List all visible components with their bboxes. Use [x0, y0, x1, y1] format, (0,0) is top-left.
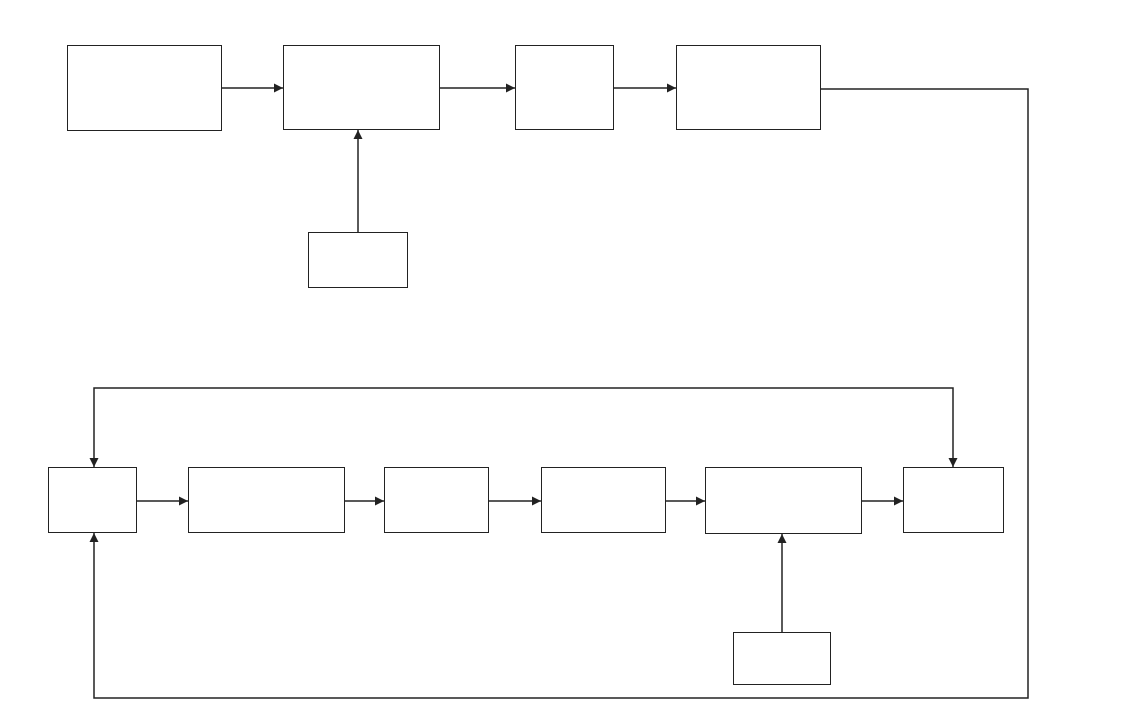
secret-access-key-box	[541, 467, 666, 533]
user-string-key-box	[283, 45, 440, 130]
access-key-id-box	[384, 467, 489, 533]
user-data-box	[67, 45, 222, 131]
hmac-box-top	[308, 232, 408, 288]
signature-a-box	[515, 45, 614, 130]
arrow-compare-a-b	[89, 387, 958, 467]
arrow-send-to-s3-server	[89, 88, 1029, 699]
s3-server-box	[48, 467, 137, 533]
hmac-box-bottom	[733, 632, 831, 685]
signature-b-box	[903, 467, 1004, 533]
send-content-box	[676, 45, 821, 130]
request-signature-box	[188, 467, 345, 533]
server-string-key-box	[705, 467, 862, 534]
